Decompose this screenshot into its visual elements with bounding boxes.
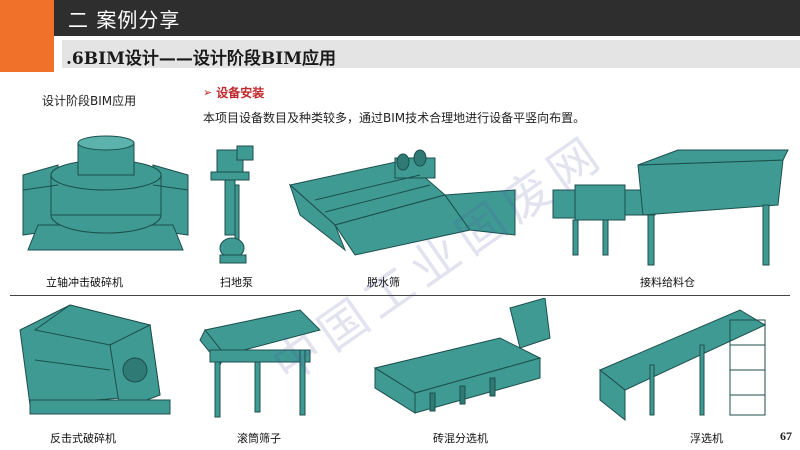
section-title: 设备安装 — [216, 86, 265, 100]
subtitle-suffix-cn: 应用 — [302, 49, 337, 69]
equipment-label: 砖混分选机 — [433, 432, 488, 445]
subtitle-title-cn: 设计——设计阶段 — [124, 49, 261, 69]
row-divider — [10, 295, 790, 296]
receiving-feeding-bin-image — [552, 149, 789, 266]
equipment-label: 立轴冲击破碎机 — [46, 276, 123, 289]
vertical-shaft-impact-crusher-image — [22, 135, 189, 251]
equipment-label: 滚筒筛子 — [237, 432, 281, 445]
equipment-label: 扫地泵 — [220, 276, 253, 289]
header-title: 二 案例分享 — [68, 8, 181, 32]
dewatering-screen-image — [288, 149, 516, 256]
equipment-label: 浮选机 — [690, 432, 723, 445]
subtitle-bar — [62, 40, 800, 68]
section-description: 本项目设备数目及种类较多，通过BIM技术合理地进行设备平竖向布置。 — [203, 111, 586, 125]
brick-concrete-separator-image — [373, 298, 551, 414]
flotation-machine-image — [599, 309, 767, 422]
equipment-label: 反击式破碎机 — [50, 432, 116, 445]
page-number: 67 — [780, 429, 792, 443]
impact-crusher-image — [19, 304, 171, 415]
left-label: 设计阶段BIM应用 — [42, 94, 137, 108]
equipment-label: 接料给料仓 — [640, 276, 695, 289]
bullet-arrow-icon: ➢ — [203, 86, 213, 99]
section-bullet: ➢ 设备安装 — [203, 84, 264, 101]
accent-block — [0, 0, 54, 72]
header-bar — [0, 0, 800, 36]
drum-screen-image — [199, 309, 321, 418]
subtitle-prefix: .6BIM — [66, 49, 125, 69]
subtitle-title: .6BIM设计——设计阶段BIM应用 — [66, 44, 336, 69]
equipment-label: 脱水筛 — [367, 276, 400, 289]
subtitle-suffix-en: BIM — [260, 49, 303, 69]
sump-pump-image — [210, 145, 254, 264]
